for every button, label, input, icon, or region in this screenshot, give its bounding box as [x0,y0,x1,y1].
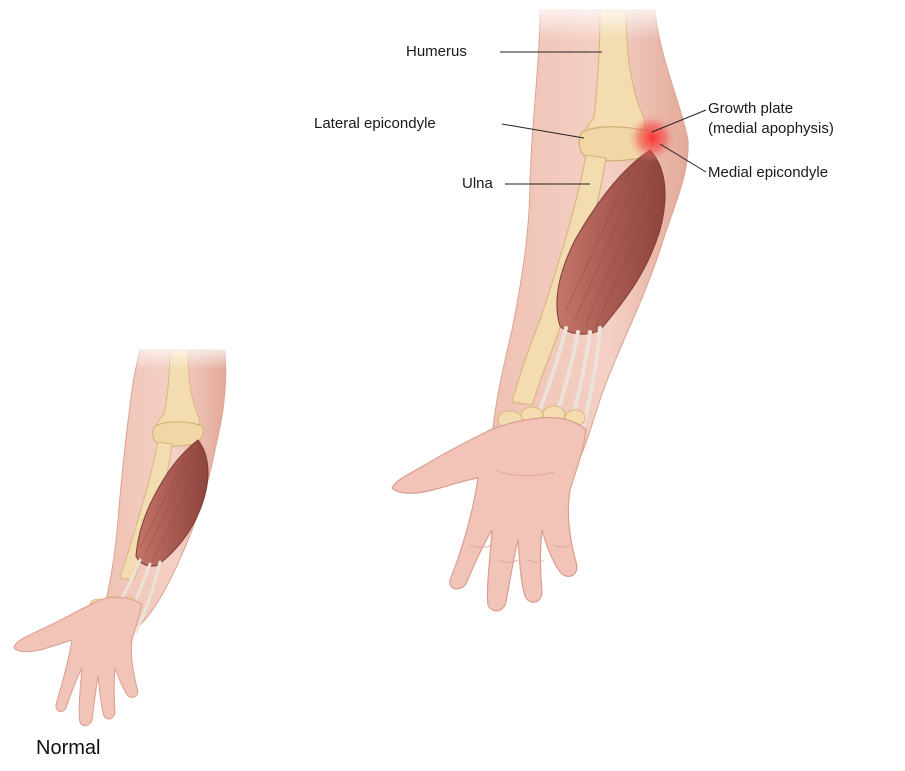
large-arm [392,0,700,611]
inflammation-glow [628,114,676,162]
normal-hand [14,597,142,725]
normal-arm-top-fade [120,340,240,370]
large-arm-top-fade [520,0,700,40]
label-medial-apophysis: (medial apophysis) [708,120,834,138]
label-medial-epicondyle: Medial epicondyle [708,164,828,182]
normal-arm [14,340,240,726]
label-growth-plate: Growth plate [708,100,793,118]
caption-normal: Normal [36,737,100,760]
label-lateral-epicondyle: Lateral epicondyle [314,115,436,133]
label-ulna: Ulna [462,175,493,193]
large-hand [392,418,586,611]
label-humerus: Humerus [406,43,467,61]
